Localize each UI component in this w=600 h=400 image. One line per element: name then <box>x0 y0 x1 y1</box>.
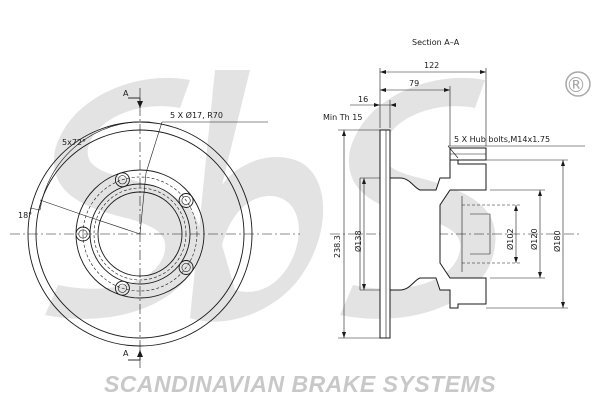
bolt-hole-bore <box>117 283 127 293</box>
bolt-hole <box>178 260 194 275</box>
bolt-callout: 5 X Hub bolts,M14x1.75 <box>454 135 550 144</box>
dim-diameter-120: Ø120 <box>529 228 539 250</box>
bolt-hole-bore <box>117 175 127 185</box>
angle-spacing-label: 5x72° <box>62 138 86 147</box>
front-view: A A 5 X Ø17, R70 5x72° 18° <box>10 88 300 368</box>
hub-pitch-circle <box>82 176 198 292</box>
registered-mark: ® <box>566 73 586 97</box>
disc-plate-section <box>379 129 391 339</box>
bolt-hole <box>75 226 91 242</box>
dim-diameter-138: Ø138 <box>353 230 363 252</box>
bolt-hole-bore <box>181 196 191 206</box>
bolt-hole <box>114 280 130 296</box>
radius-leader <box>85 215 141 235</box>
dim-hub-depth: 79 <box>409 79 419 88</box>
dim-disc-thickness: 16 <box>358 95 368 104</box>
footer-brand-text: SCANDINAVIAN BRAKE SYSTEMS <box>104 371 496 397</box>
sbs-watermark-logo: ® <box>45 70 591 322</box>
section-marker-top: A <box>123 89 129 98</box>
bolt-hole <box>178 193 194 208</box>
bolt-hole-bore <box>181 262 191 272</box>
hub-bore-hidden <box>93 187 187 281</box>
min-thickness-label: Min Th 15 <box>323 113 362 122</box>
bolt-hole-bore <box>78 229 88 239</box>
hole-callout: 5 X Ø17, R70 <box>170 110 223 120</box>
angle-arc <box>39 121 151 211</box>
dim-overall-depth: 122 <box>424 61 439 70</box>
hub-bore-inner <box>97 191 183 277</box>
bolt-hole <box>114 172 130 188</box>
bolt-hole-group <box>75 172 194 296</box>
dim-diameter-180: Ø180 <box>552 230 562 252</box>
dim-diameter-102: Ø102 <box>505 228 515 250</box>
section-marker-bottom: A <box>123 349 129 358</box>
angle-offset-label: 18° <box>18 211 32 220</box>
section-title: Section A–A <box>412 38 460 47</box>
disc-inner-edge <box>35 129 245 339</box>
section-view: Section A–A 122 79 <box>323 38 585 339</box>
dim-overall-diameter: 238.3 <box>333 235 342 258</box>
